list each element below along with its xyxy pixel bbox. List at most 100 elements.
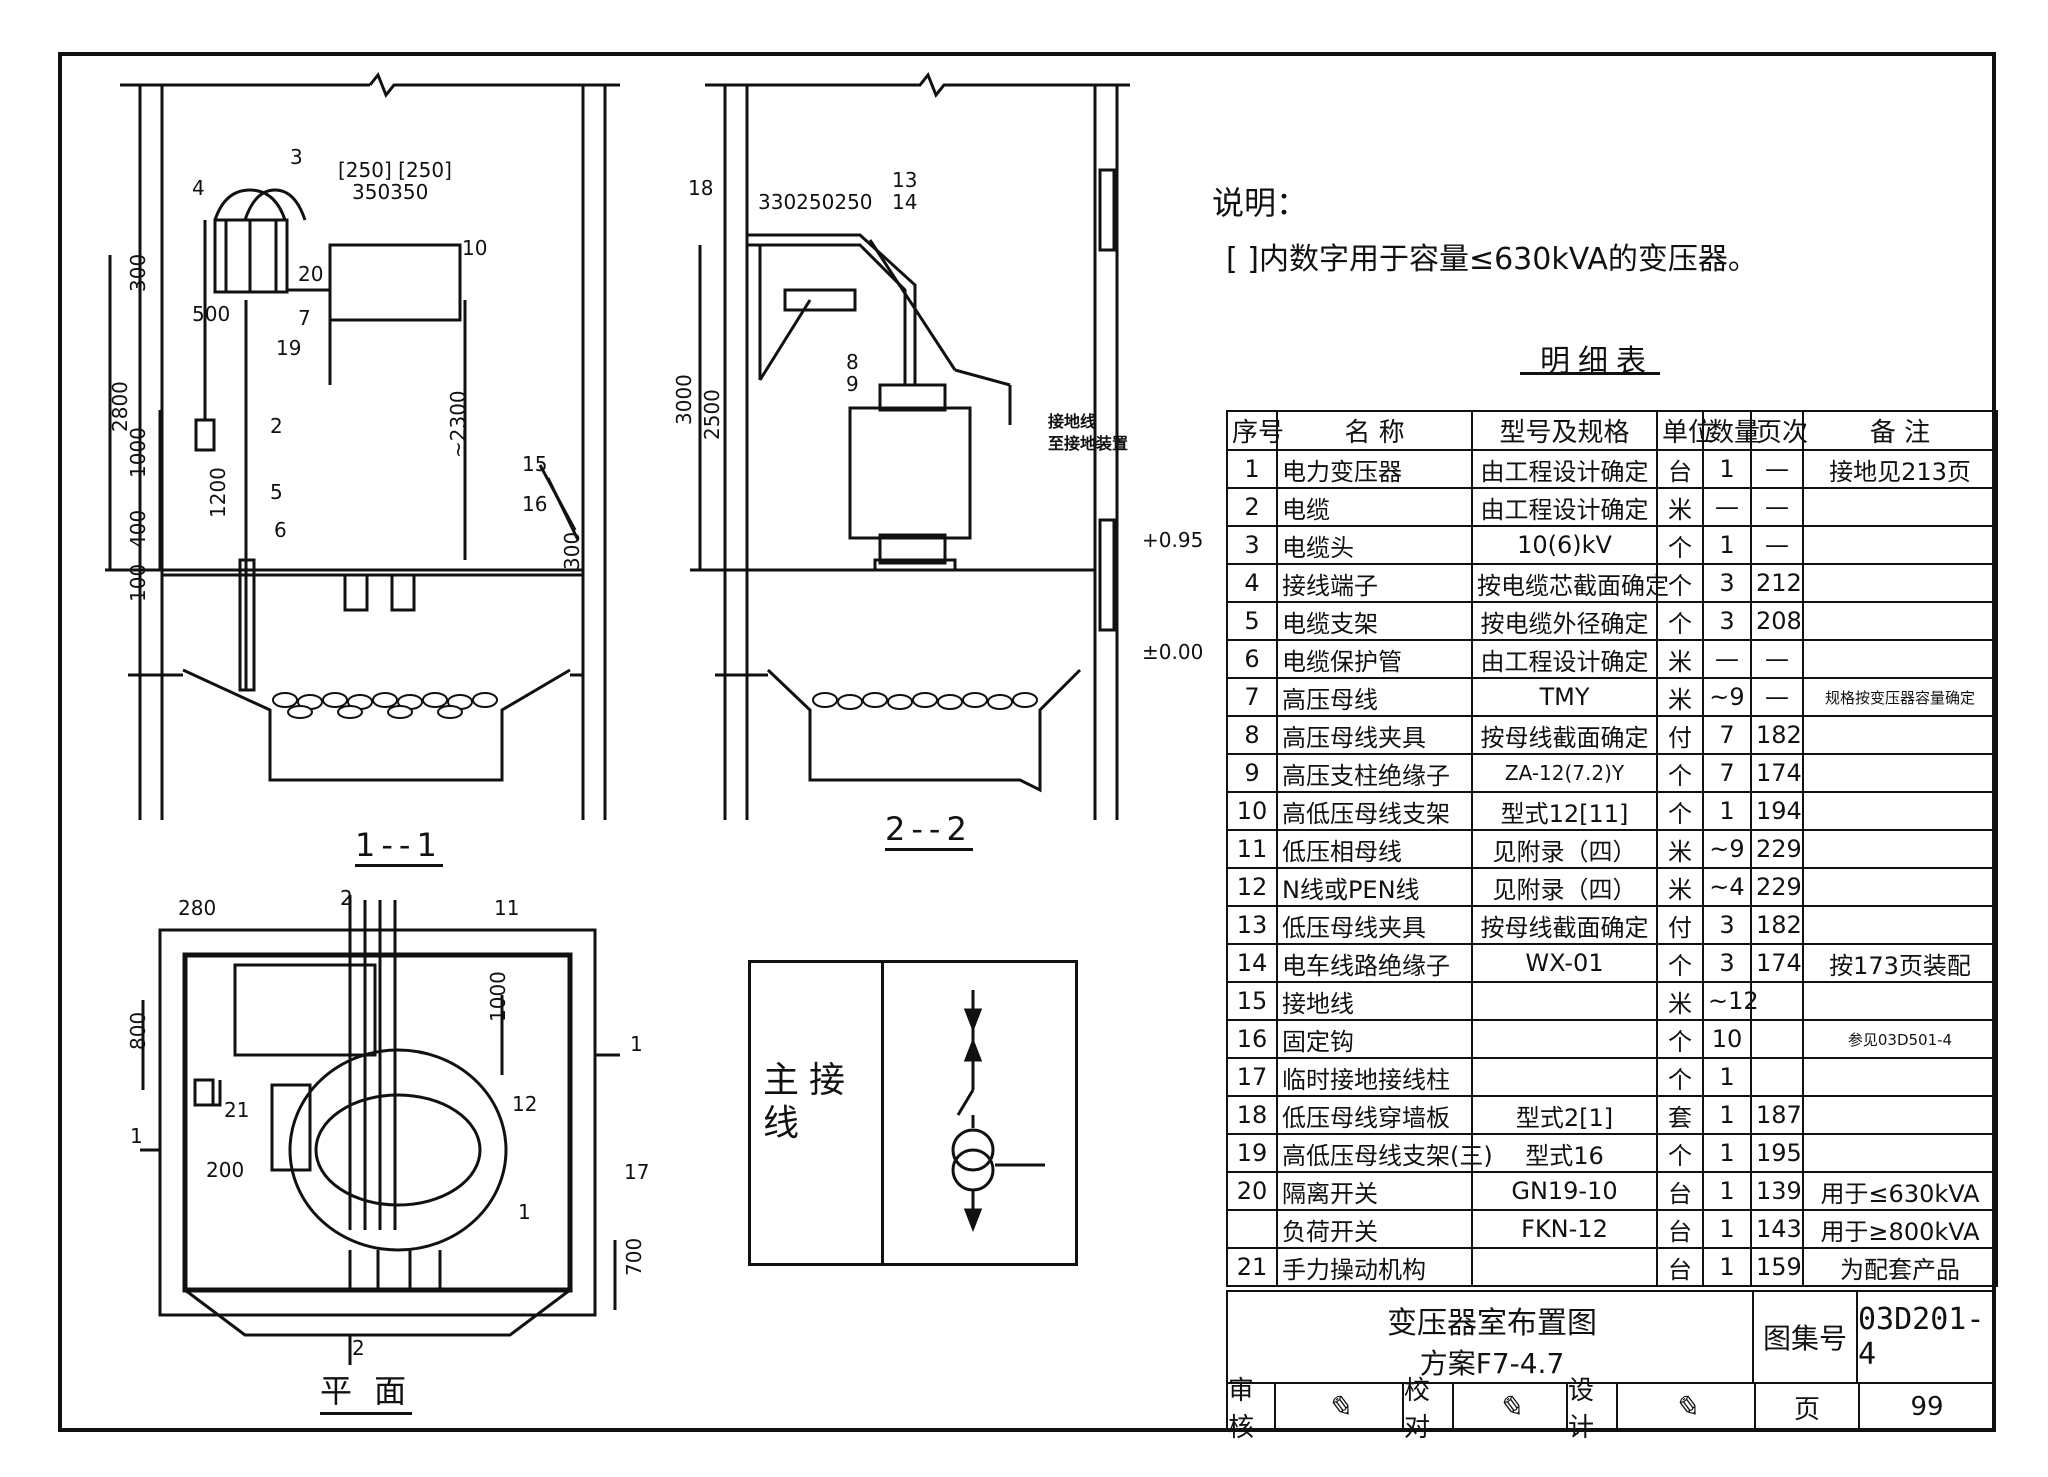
bom-cell-unit: 米 [1656, 981, 1704, 1021]
bom-header-qty: 数量 [1702, 410, 1760, 451]
bom-cell-remark [1802, 905, 1998, 945]
bom-caption-underline [1520, 372, 1660, 375]
bom-cell-qty: 1 [1702, 1171, 1752, 1211]
item-label-16: 16 [522, 492, 548, 516]
bom-cell-page: 182 [1750, 715, 1804, 755]
dim-330-250-250: 330250250 [758, 190, 873, 214]
bom-cell-unit: 个 [1656, 791, 1704, 831]
dim-700: 700 [622, 1237, 646, 1276]
dim-300: 300 [126, 253, 150, 292]
item-label-21: 21 [224, 1098, 250, 1122]
bom-cell-page [1750, 981, 1804, 1021]
bom-cell-name: 电缆头 [1276, 525, 1473, 565]
bom-cell-page: 187 [1750, 1095, 1804, 1135]
bom-cell-name: 高压母线 [1276, 677, 1473, 717]
bom-cell-remark [1802, 1095, 1998, 1135]
bom-cell-name: 接地线 [1276, 981, 1473, 1021]
bom-cell-remark [1802, 487, 1998, 527]
dim-400: 400 [126, 509, 150, 548]
dim-2800: 2800 [108, 381, 132, 432]
bom-cell-spec [1471, 1247, 1658, 1287]
cut-mark-1-left: 1 [130, 1124, 143, 1148]
bom-cell-no: 12 [1226, 867, 1278, 907]
bom-cell-no: 20 [1226, 1171, 1278, 1211]
item-label-8: 8 [846, 350, 859, 374]
item-label-12: 12 [512, 1092, 538, 1116]
bom-header-name: 名 称 [1276, 410, 1473, 451]
bom-cell-spec: 按母线截面确定 [1471, 715, 1658, 755]
bom-cell-no: 11 [1226, 829, 1278, 869]
bom-cell-name: 高压支柱绝缘子 [1276, 753, 1473, 793]
bom-cell-unit: 付 [1656, 715, 1704, 755]
bom-cell-qty: 3 [1702, 943, 1752, 983]
bom-header-page: 页次 [1750, 410, 1808, 451]
bom-cell-remark: 规格按变压器容量确定 [1802, 677, 1998, 717]
bom-cell-remark: 接地见213页 [1802, 449, 1998, 489]
section-1-1-label: 1--1 [355, 826, 443, 867]
bom-cell-remark: 参见03D501-4 [1802, 1019, 1998, 1059]
item-label-10: 10 [462, 236, 488, 260]
item-label-6: 6 [274, 518, 287, 542]
bom-cell-page: — [1750, 639, 1804, 679]
main-wiring-divider [881, 963, 884, 1263]
main-wiring-panel: 主接线 [748, 960, 1078, 1266]
bom-cell-remark: 按173页装配 [1802, 943, 1998, 983]
design-signature: ✎ [1618, 1384, 1756, 1430]
bom-cell-unit: 台 [1656, 449, 1704, 489]
gravel-layer-1 [272, 692, 498, 719]
design-label: 设计 [1568, 1376, 1618, 1443]
bom-cell-spec: GN19-10 [1471, 1171, 1658, 1211]
dim-280: 280 [178, 896, 217, 920]
item-label-3: 3 [290, 145, 303, 169]
bom-cell-qty: 1 [1702, 1133, 1752, 1173]
bom-cell-spec: 按电缆芯截面确定 [1471, 563, 1669, 603]
bom-cell-page: 159 [1750, 1247, 1804, 1287]
bom-cell-qty: 1 [1702, 1247, 1752, 1287]
bom-cell-spec: TMY [1471, 677, 1658, 717]
bom-cell-qty: 1 [1702, 791, 1752, 831]
item-label-20: 20 [298, 262, 324, 286]
main-wiring-label: 主接线 [763, 1060, 856, 1145]
bom-cell-page: 182 [1750, 905, 1804, 945]
bom-cell-name: 高低压母线支架 [1276, 791, 1473, 831]
item-label-4: 4 [192, 176, 205, 200]
bom-cell-unit: 米 [1656, 677, 1704, 717]
bom-cell-unit: 米 [1656, 867, 1704, 907]
dim-1000: 1000 [126, 427, 150, 478]
bom-cell-no: 14 [1226, 943, 1278, 983]
bom-cell-unit: 米 [1656, 639, 1704, 679]
bom-cell-no: 21 [1226, 1247, 1278, 1287]
item-label-15: 15 [522, 452, 548, 476]
bom-cell-page: 174 [1750, 753, 1804, 793]
dim-2500: 2500 [700, 389, 724, 440]
bom-cell-no: 3 [1226, 525, 1278, 565]
bom-cell-spec: 由工程设计确定 [1471, 449, 1658, 489]
bom-cell-remark [1802, 867, 1998, 907]
bom-header-unit: 单位 [1656, 410, 1714, 451]
bom-cell-no [1226, 1209, 1278, 1249]
item-label-14: 14 [892, 190, 918, 214]
item-label-17: 17 [624, 1160, 650, 1184]
bom-cell-name: N线或PEN线 [1276, 867, 1473, 907]
bom-header-no: 序号 [1226, 410, 1284, 451]
bom-cell-unit: 个 [1656, 1057, 1704, 1097]
bom-cell-no: 7 [1226, 677, 1278, 717]
bom-cell-spec [1471, 1019, 1658, 1059]
dim-250-250: [250] [250] [338, 158, 452, 182]
atlas-number: 03D201-4 [1858, 1290, 1996, 1384]
item-label-9: 9 [846, 372, 859, 396]
bom-cell-page: 143 [1750, 1209, 1804, 1249]
drawing-subtitle: 方案F7-4.7 [1419, 1347, 1565, 1380]
bom-cell-name: 高压母线夹具 [1276, 715, 1473, 755]
